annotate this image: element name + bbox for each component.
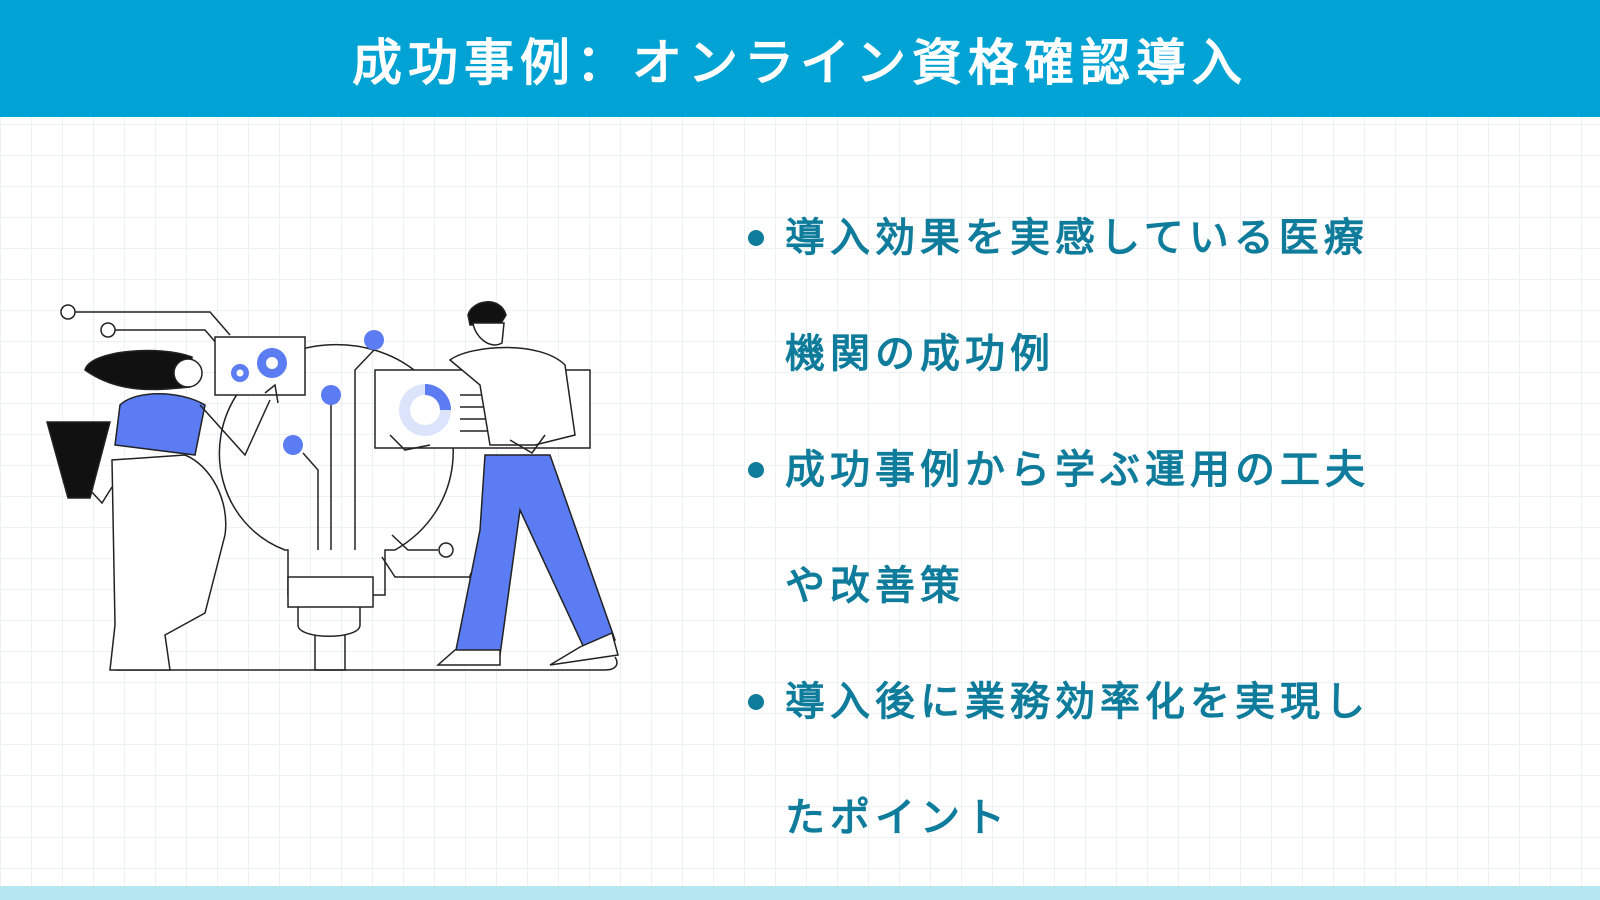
bullet-text-line2: 機関の成功例 [785, 331, 1055, 377]
man-figure [389, 301, 619, 666]
woman-figure [46, 349, 279, 671]
bullet-dot-icon [748, 230, 764, 246]
lightbulb-icon [115, 343, 618, 671]
list-item: 導入後に業務効率化を実現し たポイント [740, 644, 1560, 876]
bullet-text-line1: 導入後に業務効率化を実現し [785, 679, 1370, 725]
gear-icon [214, 336, 306, 396]
bullet-text-line2: たポイント [785, 795, 1010, 841]
bullet-dot-icon [748, 462, 764, 478]
bottom-bar [0, 886, 1600, 900]
bullet-text-line1: 成功事例から学ぶ運用の工夫 [785, 447, 1370, 493]
circuit-nodes [60, 304, 485, 585]
page-title: 成功事例：オンライン資格確認導入 [352, 33, 1248, 92]
title-bar: 成功事例：オンライン資格確認導入 [0, 0, 1600, 117]
list-item: 導入効果を実感している医療 機関の成功例 [740, 180, 1560, 412]
bullet-text-line2: や改善策 [785, 563, 965, 609]
illustration [40, 295, 640, 695]
list-item: 成功事例から学ぶ運用の工夫 や改善策 [740, 412, 1560, 644]
bullet-dot-icon [748, 694, 764, 710]
bullet-text-line1: 導入効果を実感している医療 [785, 215, 1369, 261]
bullet-list: 導入効果を実感している医療 機関の成功例 成功事例から学ぶ運用の工夫 や改善策 … [740, 180, 1560, 876]
